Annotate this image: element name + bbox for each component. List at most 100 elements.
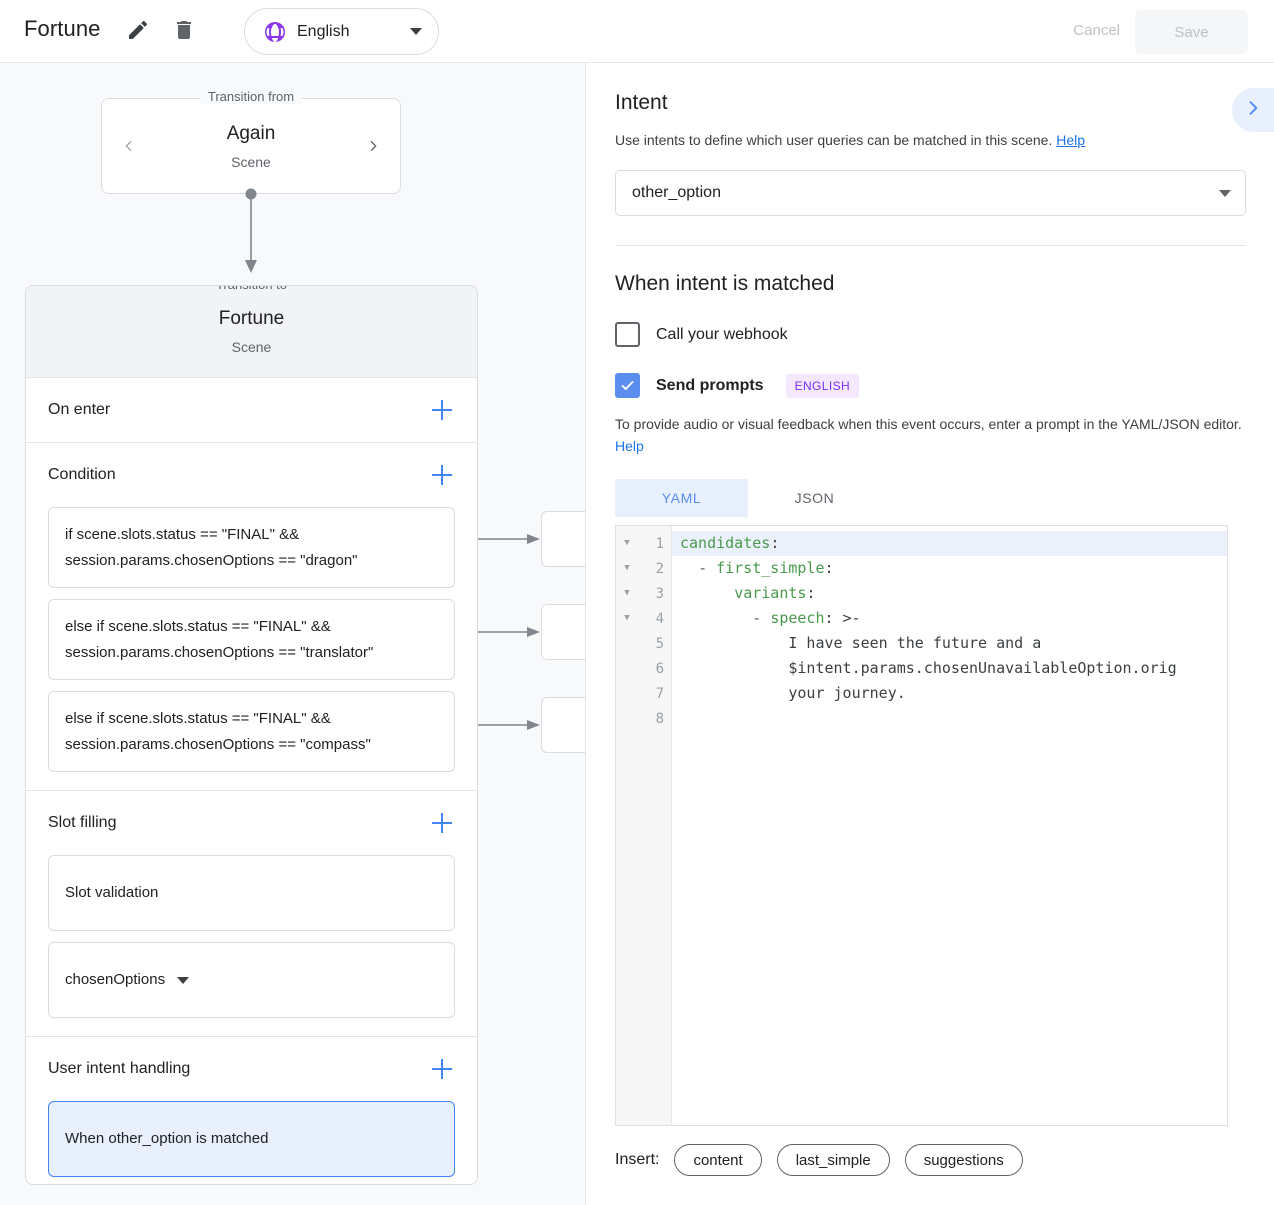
fold-triangle-icon[interactable]: ▼: [624, 538, 630, 549]
globe-icon: [263, 20, 287, 44]
scene-graph-pane: Transition from Again Scene Transition t…: [0, 63, 586, 1205]
fold-triangle-icon[interactable]: ▼: [624, 588, 630, 599]
section-title-user-intent-handling: User intent handling: [48, 1060, 191, 1077]
section-title-condition: Condition: [48, 466, 116, 483]
line-number: 4: [655, 610, 664, 627]
gutter-row: ▼4: [616, 606, 671, 631]
insert-row: Insert: content last_simple suggestions: [615, 1144, 1246, 1177]
gutter-row: 8: [616, 706, 671, 731]
code-line[interactable]: - speech: >-: [752, 609, 861, 628]
chevron-down-icon: [410, 28, 422, 35]
line-number: 1: [655, 535, 664, 552]
transition-connector: [245, 188, 257, 273]
add-on-enter-button[interactable]: [429, 397, 455, 423]
add-slot-button[interactable]: [429, 810, 455, 836]
transition-to-legend: Transition to: [207, 286, 296, 292]
top-bar: Fortune English Cancel Save: [0, 0, 1274, 63]
divider: [615, 245, 1246, 246]
add-condition-button[interactable]: [429, 462, 455, 488]
gutter-row: ▼1: [616, 531, 671, 556]
line-number: 5: [655, 635, 664, 652]
chevron-right-icon[interactable]: [360, 133, 386, 159]
chevron-down-icon[interactable]: [177, 976, 190, 984]
language-selector[interactable]: English: [244, 8, 439, 55]
fold-triangle-icon[interactable]: ▼: [624, 613, 630, 624]
editor-code-area[interactable]: candidates: - first_simple: variants: - …: [672, 526, 1227, 1125]
code-line[interactable]: variants:: [734, 584, 816, 603]
intent-description: Use intents to define which user queries…: [615, 132, 1246, 148]
section-slot-filling: Slot filling Slot validation chosenOptio…: [26, 791, 477, 1037]
intent-help-link[interactable]: Help: [1056, 132, 1086, 148]
section-user-intent-handling: User intent handling When other_option i…: [26, 1037, 477, 1184]
line-number: 2: [655, 560, 664, 577]
transition-from-subtitle: Scene: [231, 154, 271, 170]
scene-name: Fortune: [218, 308, 285, 329]
gutter-row: ▼2: [616, 556, 671, 581]
insert-chip-suggestions[interactable]: suggestions: [904, 1144, 1023, 1177]
tab-json[interactable]: JSON: [794, 490, 835, 507]
insert-label: Insert:: [615, 1151, 660, 1169]
condition-item[interactable]: else if scene.slots.status == "FINAL" &&…: [48, 691, 455, 772]
intent-description-text: Use intents to define which user queries…: [615, 132, 1053, 148]
code-line[interactable]: candidates:: [672, 531, 1227, 557]
condition-target-card[interactable]: [541, 604, 585, 660]
gutter-row: 7: [616, 681, 671, 706]
expand-panel-button[interactable]: [1232, 88, 1274, 132]
line-number: 6: [655, 660, 664, 677]
add-user-intent-button[interactable]: [429, 1056, 455, 1082]
scene-subtitle: Scene: [231, 339, 272, 355]
intent-detail-pane: Intent Use intents to define which user …: [587, 63, 1274, 1205]
slot-validation-item[interactable]: Slot validation: [48, 855, 455, 931]
pencil-icon[interactable]: [126, 18, 150, 47]
when-matched-title: When intent is matched: [615, 272, 835, 295]
transition-from-legend: Transition from: [199, 89, 303, 104]
trash-icon[interactable]: [172, 18, 196, 47]
call-webhook-checkbox[interactable]: [615, 322, 640, 347]
transition-from-card[interactable]: Transition from Again Scene: [101, 89, 401, 194]
intent-select[interactable]: other_option: [615, 170, 1246, 216]
call-webhook-row[interactable]: Call your webhook: [615, 322, 1246, 347]
send-prompts-label: Send prompts: [656, 376, 764, 394]
condition-item[interactable]: if scene.slots.status == "FINAL" && sess…: [48, 507, 455, 588]
code-line[interactable]: - first_simple:: [698, 559, 834, 578]
fold-triangle-icon[interactable]: ▼: [624, 563, 630, 574]
cancel-button[interactable]: Cancel: [1061, 14, 1132, 47]
intent-select-value: other_option: [632, 184, 721, 201]
status-badge: ENGLISH: [785, 373, 860, 398]
section-title-on-enter: On enter: [48, 401, 111, 418]
transition-to-header: Transition to Fortune Scene: [26, 286, 477, 378]
condition-item[interactable]: else if scene.slots.status == "FINAL" &&…: [48, 599, 455, 680]
chevron-right-icon: [1243, 98, 1263, 123]
slot-name-label: chosenOptions: [65, 971, 166, 989]
prompts-help-link[interactable]: Help: [615, 437, 644, 454]
section-title-slot-filling: Slot filling: [48, 814, 117, 831]
code-line[interactable]: your journey.: [788, 684, 906, 703]
intent-section: Intent Use intents to define which user …: [587, 63, 1274, 246]
slot-item[interactable]: chosenOptions: [48, 942, 455, 1018]
intent-title: Intent: [615, 91, 668, 114]
save-button[interactable]: Save: [1135, 10, 1248, 54]
insert-chip-last-simple[interactable]: last_simple: [776, 1144, 890, 1177]
chevron-left-icon[interactable]: [116, 133, 142, 159]
condition-target-card[interactable]: [541, 511, 585, 567]
code-line[interactable]: I have seen the future and a: [788, 634, 1042, 653]
send-prompts-checkbox[interactable]: [615, 373, 640, 398]
prompts-hint-text: To provide audio or visual feedback when…: [615, 416, 1242, 432]
line-number: 3: [655, 585, 664, 602]
line-number: 7: [655, 685, 664, 702]
tab-yaml[interactable]: YAML: [615, 479, 748, 518]
condition-target-card[interactable]: [541, 697, 585, 753]
insert-chip-content[interactable]: content: [674, 1144, 762, 1177]
call-webhook-label: Call your webhook: [656, 325, 788, 343]
check-icon: [621, 381, 634, 390]
chevron-down-icon: [1219, 189, 1231, 197]
language-label: English: [297, 22, 350, 40]
code-line[interactable]: [672, 706, 1227, 731]
send-prompts-row[interactable]: Send prompts ENGLISH: [615, 373, 1246, 398]
page-title: Fortune: [24, 16, 101, 41]
user-intent-item[interactable]: When other_option is matched: [48, 1101, 455, 1177]
gutter-row: ▼3: [616, 581, 671, 606]
code-line[interactable]: $intent.params.chosenUnavailableOption.o…: [788, 659, 1177, 678]
